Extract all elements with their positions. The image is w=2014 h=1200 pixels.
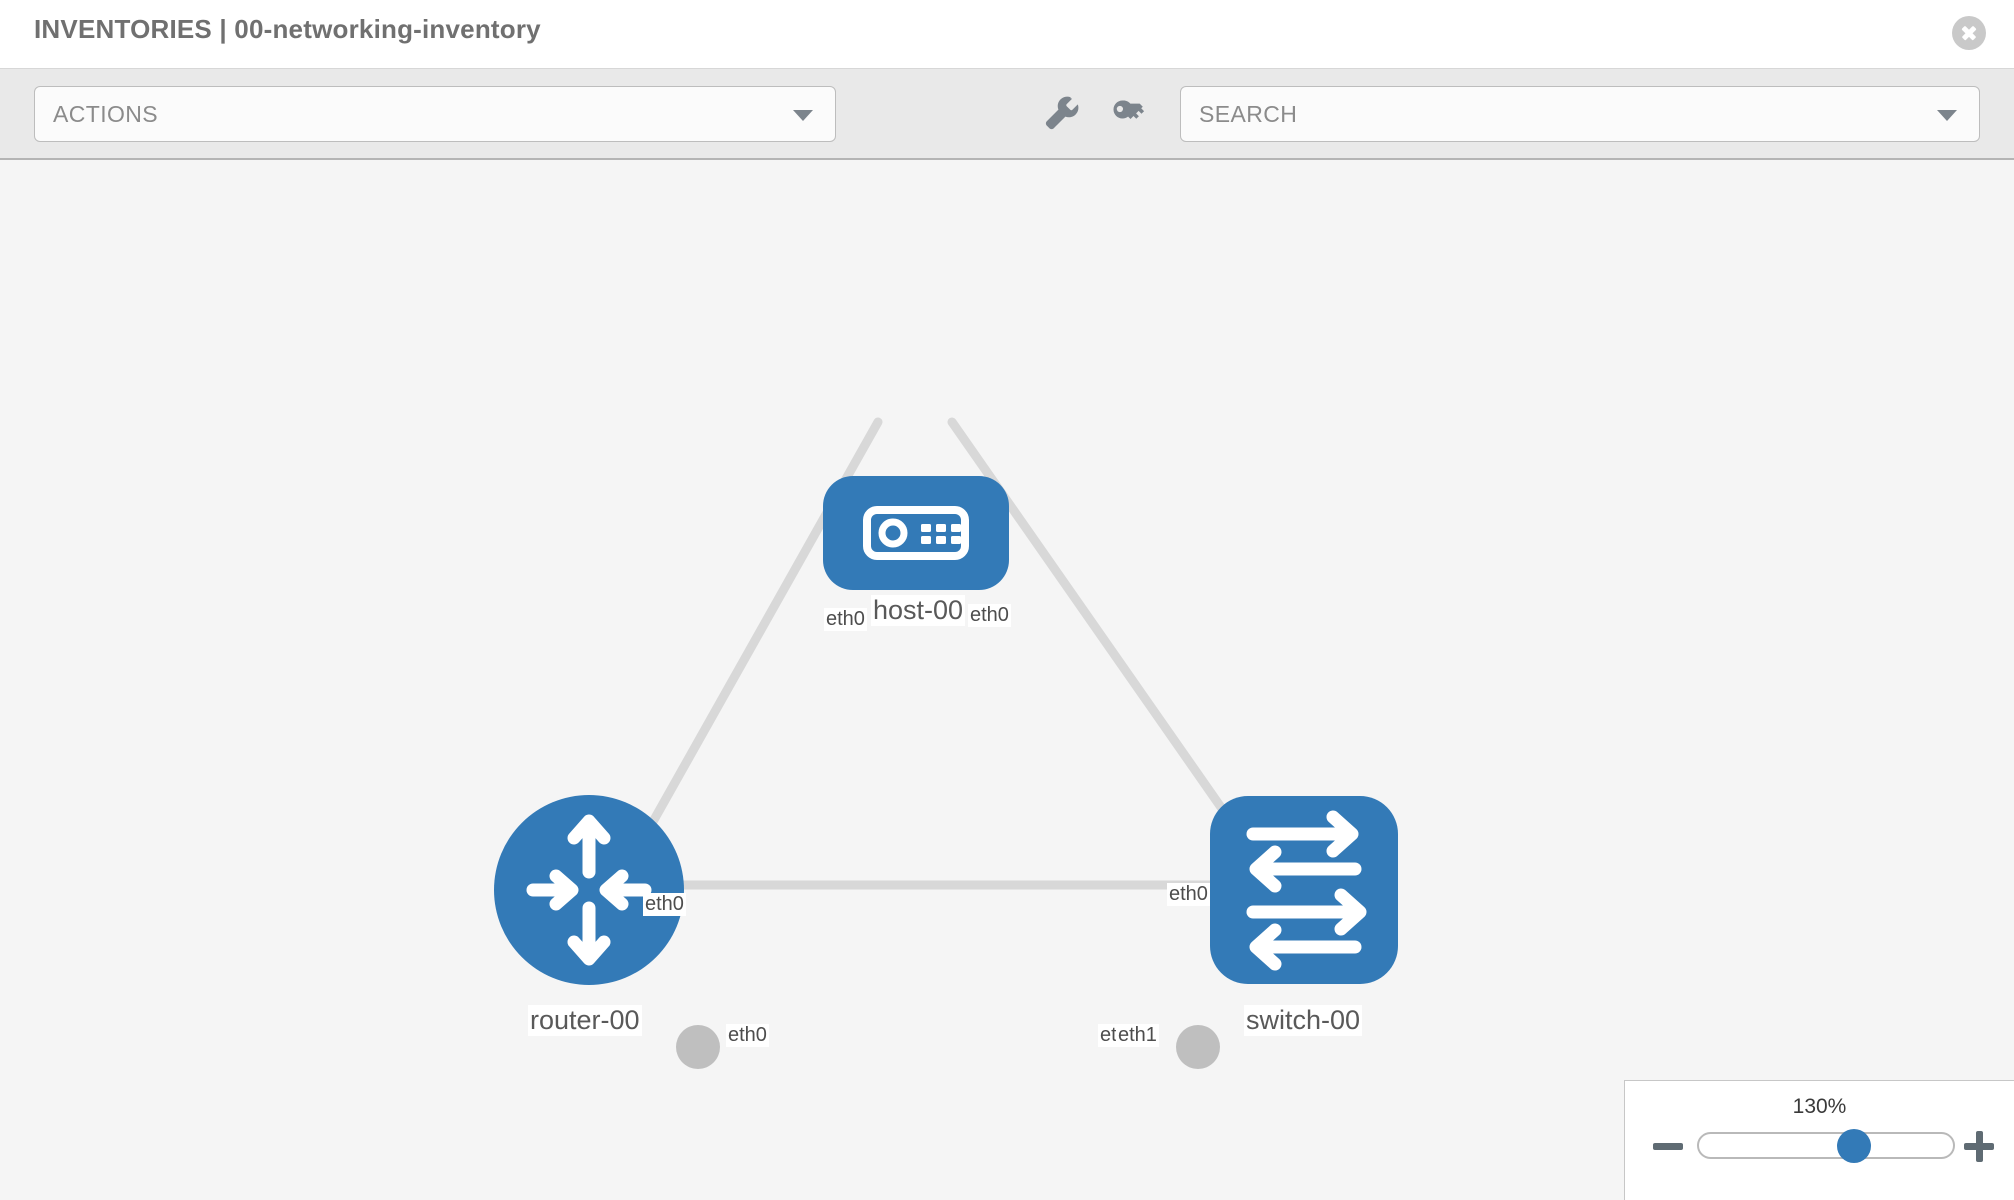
toolbar: ACTIONS SEARCH [0, 69, 2014, 160]
search-placeholder: SEARCH [1199, 101, 1298, 127]
topology-graph [494, 417, 1398, 1069]
key-icon[interactable] [1100, 86, 1156, 142]
interface-label: eth0 [1167, 883, 1210, 906]
minus-icon[interactable] [1651, 1129, 1685, 1163]
interface-label: eth1 [1116, 1024, 1159, 1047]
node-host-00[interactable] [823, 476, 1009, 590]
zoom-slider[interactable] [1697, 1128, 1955, 1163]
search-input[interactable]: SEARCH [1180, 86, 1980, 142]
page-title: INVENTORIES | 00-networking-inventory [34, 14, 541, 44]
interface-label: eth0 [726, 1024, 769, 1047]
connector-dot [676, 1025, 720, 1069]
chevron-down-icon [793, 110, 813, 121]
chevron-down-icon [1937, 110, 1957, 121]
node-switch-00[interactable] [1210, 796, 1398, 984]
wrench-icon[interactable] [1033, 86, 1089, 142]
page-header: INVENTORIES | 00-networking-inventory [0, 0, 2014, 69]
node-label-router-00: router-00 [528, 1005, 642, 1037]
actions-dropdown-label: ACTIONS [53, 101, 159, 127]
interface-label: eth0 [824, 608, 867, 631]
plus-icon[interactable] [1962, 1129, 1996, 1163]
zoom-control-panel: 130% [1624, 1080, 2014, 1200]
node-label-switch-00: switch-00 [1244, 1005, 1363, 1037]
interface-label: eth0 [643, 893, 686, 916]
zoom-slider-thumb[interactable] [1836, 1128, 1871, 1163]
zoom-percent-label: 130% [1792, 1095, 1847, 1118]
actions-dropdown[interactable]: ACTIONS [34, 86, 836, 142]
interface-label: eth0 [968, 604, 1011, 627]
node-router-00[interactable] [494, 795, 684, 985]
topology-canvas[interactable]: host-00 router-00 switch-00 eth0 eth0 et… [0, 160, 2014, 1200]
router-arrows-icon [526, 814, 652, 966]
node-label-host-00: host-00 [871, 595, 966, 627]
close-icon[interactable] [1952, 16, 1986, 50]
connector-dot [1176, 1025, 1220, 1069]
server-icon [863, 506, 969, 560]
switch-arrows-icon [1246, 810, 1367, 971]
